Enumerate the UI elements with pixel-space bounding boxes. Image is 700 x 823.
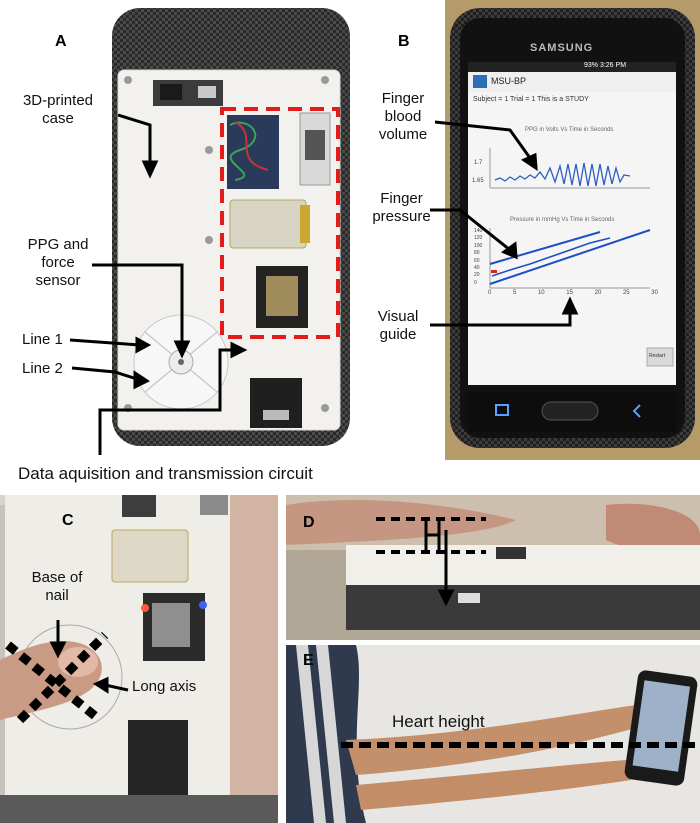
battery [229, 199, 307, 249]
subject-line: Subject = 1 Trial = 1 This is a STUDY [473, 96, 589, 103]
line1-label: Line 1 [22, 331, 63, 348]
x-tick: 30 [651, 290, 658, 296]
x-tick: 10 [537, 290, 545, 296]
visual-guide-label: Visual guide [368, 308, 428, 344]
nail-label-line1: Base of [31, 569, 83, 586]
base-of-nail-label: Base of nail [22, 569, 92, 605]
case-label: 3D-printed case [8, 92, 108, 128]
sensor-label-line2: force [41, 254, 75, 271]
blood-volume-label: Finger blood volume [368, 90, 438, 144]
guide-label-line1: Visual [377, 308, 419, 325]
pressure-label-line2: pressure [372, 208, 431, 225]
sensor-label-line1: PPG and [27, 236, 89, 253]
panel-a: A 3D-printed case PPG and force sensor L… [0, 0, 350, 490]
arm [346, 705, 646, 775]
sensor-label: PPG and force sensor [18, 236, 98, 290]
long-axis-label: Long axis [132, 678, 197, 695]
pressure-plot-title: Pressure in mmHg Vs Time in Seconds [510, 217, 615, 223]
blood-label-line1: Finger [381, 90, 425, 107]
restart-button[interactable]: Restart [649, 353, 666, 359]
panel-e-letter: E [303, 652, 314, 669]
panel-d-letter: D [303, 514, 315, 531]
panel-e-photo [286, 645, 700, 823]
pressure-ytick: 140 [474, 228, 483, 234]
pressure-y-ticks: 140 120 100 80 60 40 20 0 [474, 228, 482, 287]
panel-a-letter: A [55, 33, 67, 50]
phone-screen [468, 62, 676, 385]
line2-label: Line 2 [22, 360, 63, 377]
pressure-ytick: 0 [474, 279, 477, 286]
panel-b-photo [430, 0, 700, 460]
ppg-ytick-2: 1.65 [472, 178, 484, 184]
pressure-ytick: 40 [474, 265, 480, 272]
restart-button-shape [646, 347, 674, 367]
pressure-ytick: 80 [474, 250, 480, 257]
ppg-ytick-1: 1.7 [474, 160, 483, 166]
x-tick: 0 [488, 290, 492, 296]
pressure-plot [489, 228, 651, 289]
x-tick: 15 [566, 290, 573, 296]
panel-c: C Base of nail Long axis [0, 495, 278, 823]
case-label-line2: case [42, 110, 74, 127]
panel-d: D [286, 495, 700, 640]
pressure-ytick: 120 [474, 235, 483, 242]
pressure-ytick: 100 [474, 242, 483, 249]
x-tick: 5 [512, 290, 517, 296]
circuit-label: Data aquisition and transmission circuit [18, 464, 313, 483]
x-tick: 25 [622, 290, 630, 296]
bottom-usb-board [250, 378, 302, 428]
x-ticks: 0 5 10 15 20 25 30 [488, 290, 658, 296]
finger [286, 500, 516, 545]
panel-c-photo [0, 495, 278, 823]
status-bar: 93% 3:26 PM [584, 62, 627, 69]
heart-height-label: Heart height [392, 712, 485, 731]
ppg-plot-title: PPG in Volts Vs Time in Seconds [525, 127, 614, 133]
battery [111, 529, 189, 583]
case-label-line1: 3D-printed [22, 92, 94, 109]
panel-b-letter: B [398, 33, 410, 50]
phone-case-side [346, 585, 700, 630]
panel-c-letter: C [62, 512, 74, 529]
guide-label-line2: guide [379, 326, 417, 343]
pressure-ytick: 60 [474, 257, 480, 264]
blood-label-line3: volume [378, 126, 428, 143]
finger-pressure-label: Finger pressure [364, 190, 439, 226]
phone-brand: SAMSUNG [530, 42, 594, 54]
blood-label-line2: blood [384, 108, 422, 125]
pressure-ytick: 20 [474, 272, 480, 279]
panel-b: B SAMSUNG 93% 3:26 PM MSU-BP Subject = 1… [350, 0, 700, 460]
nail-label-line2: nail [45, 587, 69, 604]
x-tick: 20 [594, 290, 602, 296]
circuit-dashed-box [220, 107, 340, 339]
ppg-plot [489, 148, 650, 189]
sensor-label-line3: sensor [35, 272, 81, 289]
app-title: MSU-BP [491, 76, 527, 86]
panel-e: E Heart height [286, 645, 700, 823]
panel-a-photo [69, 8, 350, 455]
panel-d-photo [286, 495, 700, 640]
pressure-label-line1: Finger [380, 190, 423, 207]
